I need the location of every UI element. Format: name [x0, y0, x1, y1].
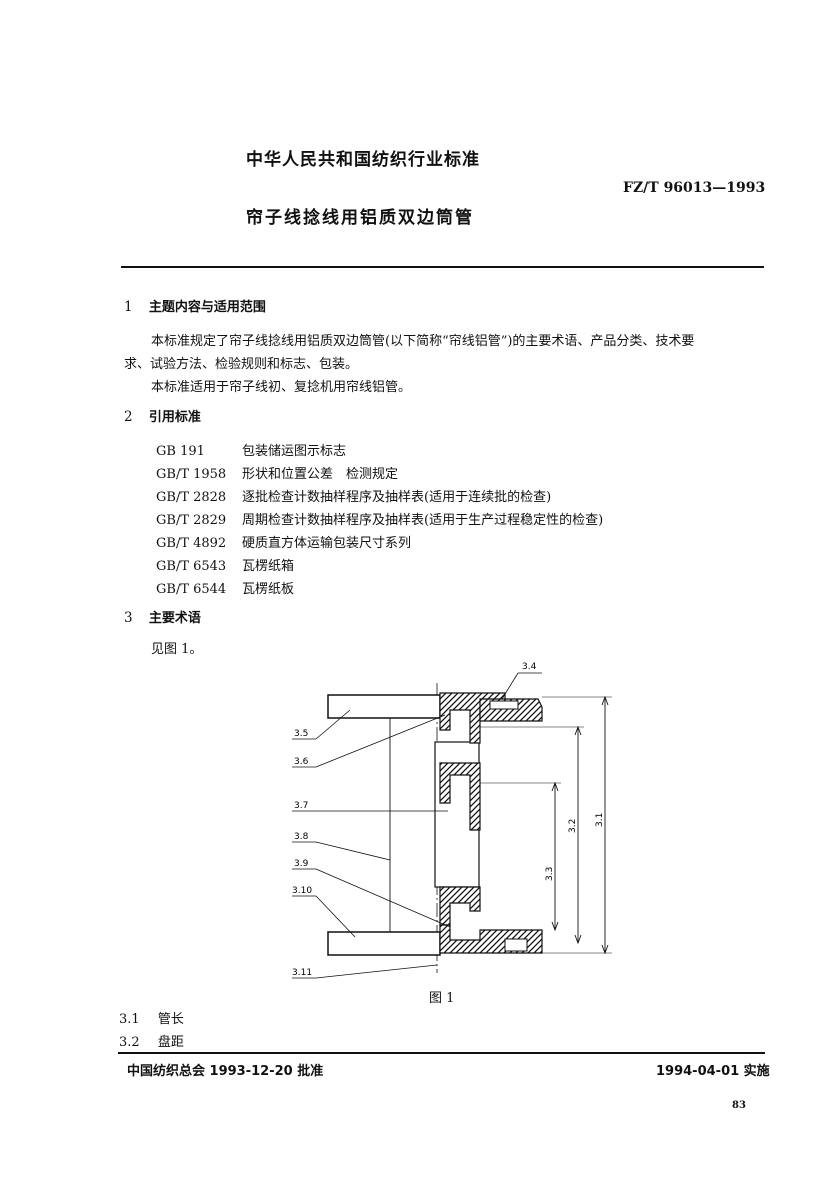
document-title: 帘子线捻线用铝质双边筒管 — [246, 208, 474, 228]
dim-label-3-3: 3.3 — [545, 867, 555, 881]
dim-label-3-1: 3.1 — [595, 813, 605, 827]
term-name: 盘距 — [157, 1035, 184, 1050]
reference-item: GB/T 6544 瓦楞纸板 — [156, 578, 294, 597]
reference-name: 包装储运图示标志 — [242, 444, 347, 459]
page-number: 83 — [732, 1100, 746, 1111]
label-3-9: 3.9 — [294, 859, 309, 869]
section-1-paragraph-line-1: 本标准规定了帘子线捻线用铝质双边筒管(以下简称“帘线铝管”)的主要术语、产品分类… — [151, 334, 695, 349]
reference-item: GB/T 6543 瓦楞纸箱 — [156, 555, 294, 574]
bobbin-cross-section-diagram: 3.4 3.5 3.6 3.7 3.8 3.9 3.10 3.11 3.1 3.… — [292, 662, 612, 979]
term-number: 3.2 — [119, 1035, 140, 1050]
reference-code: GB/T 6543 — [156, 559, 227, 574]
leader-3-6 — [315, 714, 446, 768]
leader-3-5 — [315, 709, 351, 740]
figure-caption: 图 1 — [429, 991, 455, 1006]
reference-name: 形状和位置公差 检测规定 — [242, 467, 399, 482]
section-1-title: 主题内容与适用范围 — [148, 300, 266, 315]
reference-code: GB/T 1958 — [156, 467, 227, 482]
label-3-5: 3.5 — [294, 729, 308, 739]
reference-item: GB/T 4892 硬质直方体运输包装尺寸系列 — [156, 532, 411, 551]
reference-name: 硬质直方体运输包装尺寸系列 — [242, 536, 412, 551]
issuing-organization: 中华人民共和国纺织行业标准 — [246, 150, 480, 170]
leader-3-11 — [315, 964, 438, 979]
term-item: 3.2 盘距 — [119, 1031, 184, 1050]
dim-label-3-2: 3.2 — [568, 819, 578, 833]
header-rule — [121, 266, 764, 268]
label-3-11: 3.11 — [292, 968, 312, 978]
top-lip-insert — [489, 700, 519, 710]
section-1-heading: 1 主题内容与适用范围 — [124, 296, 266, 315]
standard-code: FZ/T 96013—1993 — [623, 180, 766, 196]
section-2-heading: 2 引用标准 — [124, 406, 201, 425]
section-3-title: 主要术语 — [148, 611, 201, 626]
section-2-number: 2 — [124, 409, 133, 425]
leader-3-9 — [315, 868, 451, 928]
figure-reference: 见图 1。 — [151, 642, 203, 657]
label-3-8: 3.8 — [294, 832, 309, 842]
section-1-paragraph-2: 本标准适用于帘子线初、复捻机用帘线铝管。 — [151, 380, 412, 395]
reference-item: GB/T 2829 周期检查计数抽样程序及抽样表(适用于生产过程稳定性的检查) — [156, 509, 603, 528]
label-3-4: 3.4 — [522, 662, 537, 672]
label-3-7: 3.7 — [294, 801, 308, 811]
footer-rule — [118, 1052, 765, 1054]
reference-code: GB/T 2828 — [156, 490, 227, 505]
reference-code: GB/T 4892 — [156, 536, 227, 551]
bottom-insert — [504, 938, 528, 952]
effective-date-line: 1994-04-01 实施 — [656, 1064, 770, 1079]
term-number: 3.1 — [119, 1012, 140, 1027]
term-name: 管长 — [157, 1012, 184, 1027]
reference-item: GB/T 1958 形状和位置公差 检测规定 — [156, 463, 398, 482]
reference-item: GB 191 包装储运图示标志 — [156, 440, 346, 459]
reference-code: GB 191 — [156, 444, 205, 459]
leader-3-8 — [315, 841, 391, 861]
approval-line: 中国纺织总会 1993-12-20 批准 — [127, 1064, 324, 1079]
section-3-number: 3 — [124, 610, 133, 626]
reference-name: 瓦楞纸箱 — [242, 559, 295, 574]
section-3-heading: 3 主要术语 — [124, 607, 201, 626]
section-1-number: 1 — [124, 299, 133, 315]
middle-hatched-section — [439, 762, 481, 831]
leader-3-10 — [315, 895, 356, 938]
bottom-flange — [327, 931, 441, 956]
term-item: 3.1 管长 — [119, 1008, 184, 1027]
reference-item: GB/T 2828 逐批检查计数抽样程序及抽样表(适用于连续批的检查) — [156, 486, 551, 505]
reference-code: GB/T 2829 — [156, 513, 227, 528]
reference-name: 逐批检查计数抽样程序及抽样表(适用于连续批的检查) — [242, 490, 552, 505]
section-1-paragraph-line-2: 求、试验方法、检验规则和标志、包装。 — [124, 357, 359, 372]
reference-name: 瓦楞纸板 — [242, 582, 295, 597]
leader-3-4 — [501, 672, 519, 700]
reference-name: 周期检查计数抽样程序及抽样表(适用于生产过程稳定性的检查) — [242, 513, 604, 528]
lower-hatched-section — [439, 886, 481, 926]
label-3-6: 3.6 — [294, 757, 309, 767]
section-2-title: 引用标准 — [148, 410, 201, 425]
label-3-10: 3.10 — [292, 886, 312, 896]
reference-code: GB/T 6544 — [156, 582, 227, 597]
